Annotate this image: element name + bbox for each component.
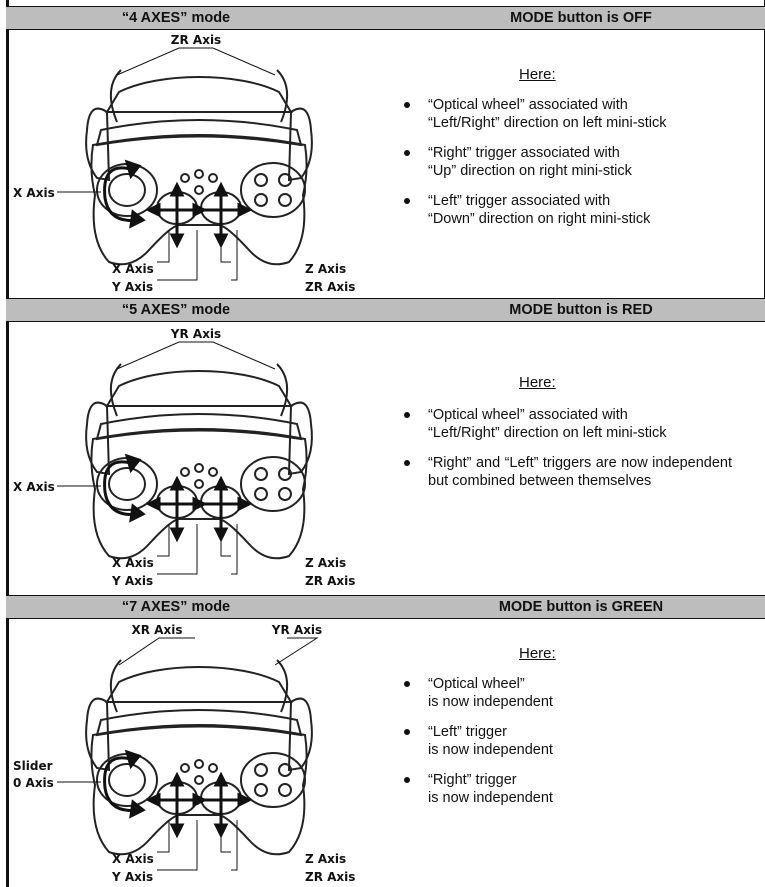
label-left-axis: 0 Axis — [13, 776, 54, 790]
label-br2: ZR Axis — [305, 870, 355, 884]
label-bl1: X Axis — [112, 556, 154, 570]
label-br2: ZR Axis — [305, 574, 355, 588]
bullet-line: “Left/Right” direction on left mini-stic… — [428, 115, 667, 131]
bullet-list: “Optical wheel” associated with “Left/Rig… — [402, 406, 732, 502]
mode-title: “7 AXES” mode — [121, 599, 231, 615]
label-left-axis: Slider — [13, 759, 53, 773]
bullet-line: “Right” trigger — [428, 772, 517, 788]
gamepad-diagram: XR Axis YR Axis Slider 0 Axis X Axis Y A… — [13, 623, 355, 884]
here-label: Here — [519, 645, 552, 662]
bullet-line: “Optical wheel” associated with — [428, 97, 628, 113]
leader-lines — [57, 637, 319, 871]
label-br1: Z Axis — [305, 262, 346, 276]
section-4-axes: ZR Axis X Axis X Axis Y Axis Z Axis ZR A… — [9, 30, 765, 296]
axis-arrows-icon — [103, 159, 253, 249]
list-item: “Left” trigger is now independent — [402, 723, 732, 759]
section-7-axes: XR Axis YR Axis Slider 0 Axis X Axis Y A… — [9, 619, 765, 887]
bullet-line: is now independent — [428, 790, 553, 806]
label-top-right-axis: YR Axis — [271, 623, 322, 637]
axis-arrows-icon — [103, 749, 253, 839]
mode-title: “5 AXES” mode — [121, 302, 231, 318]
here-heading: Here: — [519, 645, 556, 662]
bullet-line: “Down” direction on right mini-stick — [428, 211, 651, 227]
here-heading: Here: — [519, 66, 556, 83]
list-item: “Optical wheel” associated with “Left/Rig… — [402, 96, 732, 132]
label-bl2: Y Axis — [111, 280, 153, 294]
mode-title: “4 AXES” mode — [121, 10, 231, 26]
label-left-axis: X Axis — [13, 480, 55, 494]
here-label: Here — [519, 374, 552, 391]
label-bl1: X Axis — [112, 262, 154, 276]
left-border — [6, 0, 9, 887]
list-item: “Right” trigger is now independent — [402, 771, 732, 807]
bullet-line: “Left” trigger — [428, 724, 507, 740]
bullet-line: is now independent — [428, 694, 553, 710]
leader-lines — [57, 47, 276, 281]
bullet-list: “Optical wheel” associated with “Left/Rig… — [402, 96, 732, 240]
gamepad-diagram: YR Axis X Axis X Axis Y Axis Z Axis ZR A… — [13, 327, 355, 588]
section-header-7-axes: “7 AXES” mode MODE button is GREEN — [6, 595, 765, 619]
section-5-axes: YR Axis X Axis X Axis Y Axis Z Axis ZR A… — [9, 322, 765, 592]
leader-lines — [57, 341, 276, 575]
list-item: “Optical wheel” associated with “Left/Rig… — [402, 406, 732, 442]
gamepad-diagram: ZR Axis X Axis X Axis Y Axis Z Axis ZR A… — [13, 33, 355, 294]
bullet-line: is now independent — [428, 742, 553, 758]
mode-status: MODE button is OFF — [510, 10, 652, 26]
list-item: “Left” trigger associated with “Down” dir… — [402, 192, 732, 228]
label-bl2: Y Axis — [111, 574, 153, 588]
bullet-line: “Optical wheel” associated with — [428, 407, 628, 423]
label-top-axis: ZR Axis — [171, 33, 221, 47]
label-br1: Z Axis — [305, 852, 346, 866]
section-header-5-axes: “5 AXES” mode MODE button is RED — [6, 298, 765, 322]
bullet-line: “Right” and “Left” triggers are now inde… — [428, 455, 732, 489]
label-br2: ZR Axis — [305, 280, 355, 294]
section-header-4-axes: “4 AXES” mode MODE button is OFF — [6, 6, 765, 30]
bullet-line: “Up” direction on right mini-stick — [428, 163, 632, 179]
bullet-line: “Left/Right” direction on left mini-stic… — [428, 425, 667, 441]
bullet-line: “Right” trigger associated with — [428, 145, 620, 161]
label-br1: Z Axis — [305, 556, 346, 570]
label-bl1: X Axis — [112, 852, 154, 866]
label-top-axis: YR Axis — [170, 327, 221, 341]
bullet-line: “Left” trigger associated with — [428, 193, 611, 209]
list-item: “Optical wheel” is now independent — [402, 675, 732, 711]
label-bl2: Y Axis — [111, 870, 153, 884]
bullet-list: “Optical wheel” is now independent “Left”… — [402, 675, 732, 819]
mode-status: MODE button is GREEN — [498, 599, 664, 615]
bullet-line: “Optical wheel” — [428, 676, 525, 692]
gamepad-icon — [85, 659, 313, 856]
list-item: “Right” and “Left” triggers are now inde… — [402, 454, 732, 490]
list-item: “Right” trigger associated with “Up” dire… — [402, 144, 732, 180]
mode-status: MODE button is RED — [509, 302, 653, 318]
here-heading: Here: — [519, 374, 556, 391]
label-left-axis: X Axis — [13, 186, 55, 200]
here-label: Here — [519, 66, 552, 83]
label-top-left-axis: XR Axis — [132, 623, 183, 637]
